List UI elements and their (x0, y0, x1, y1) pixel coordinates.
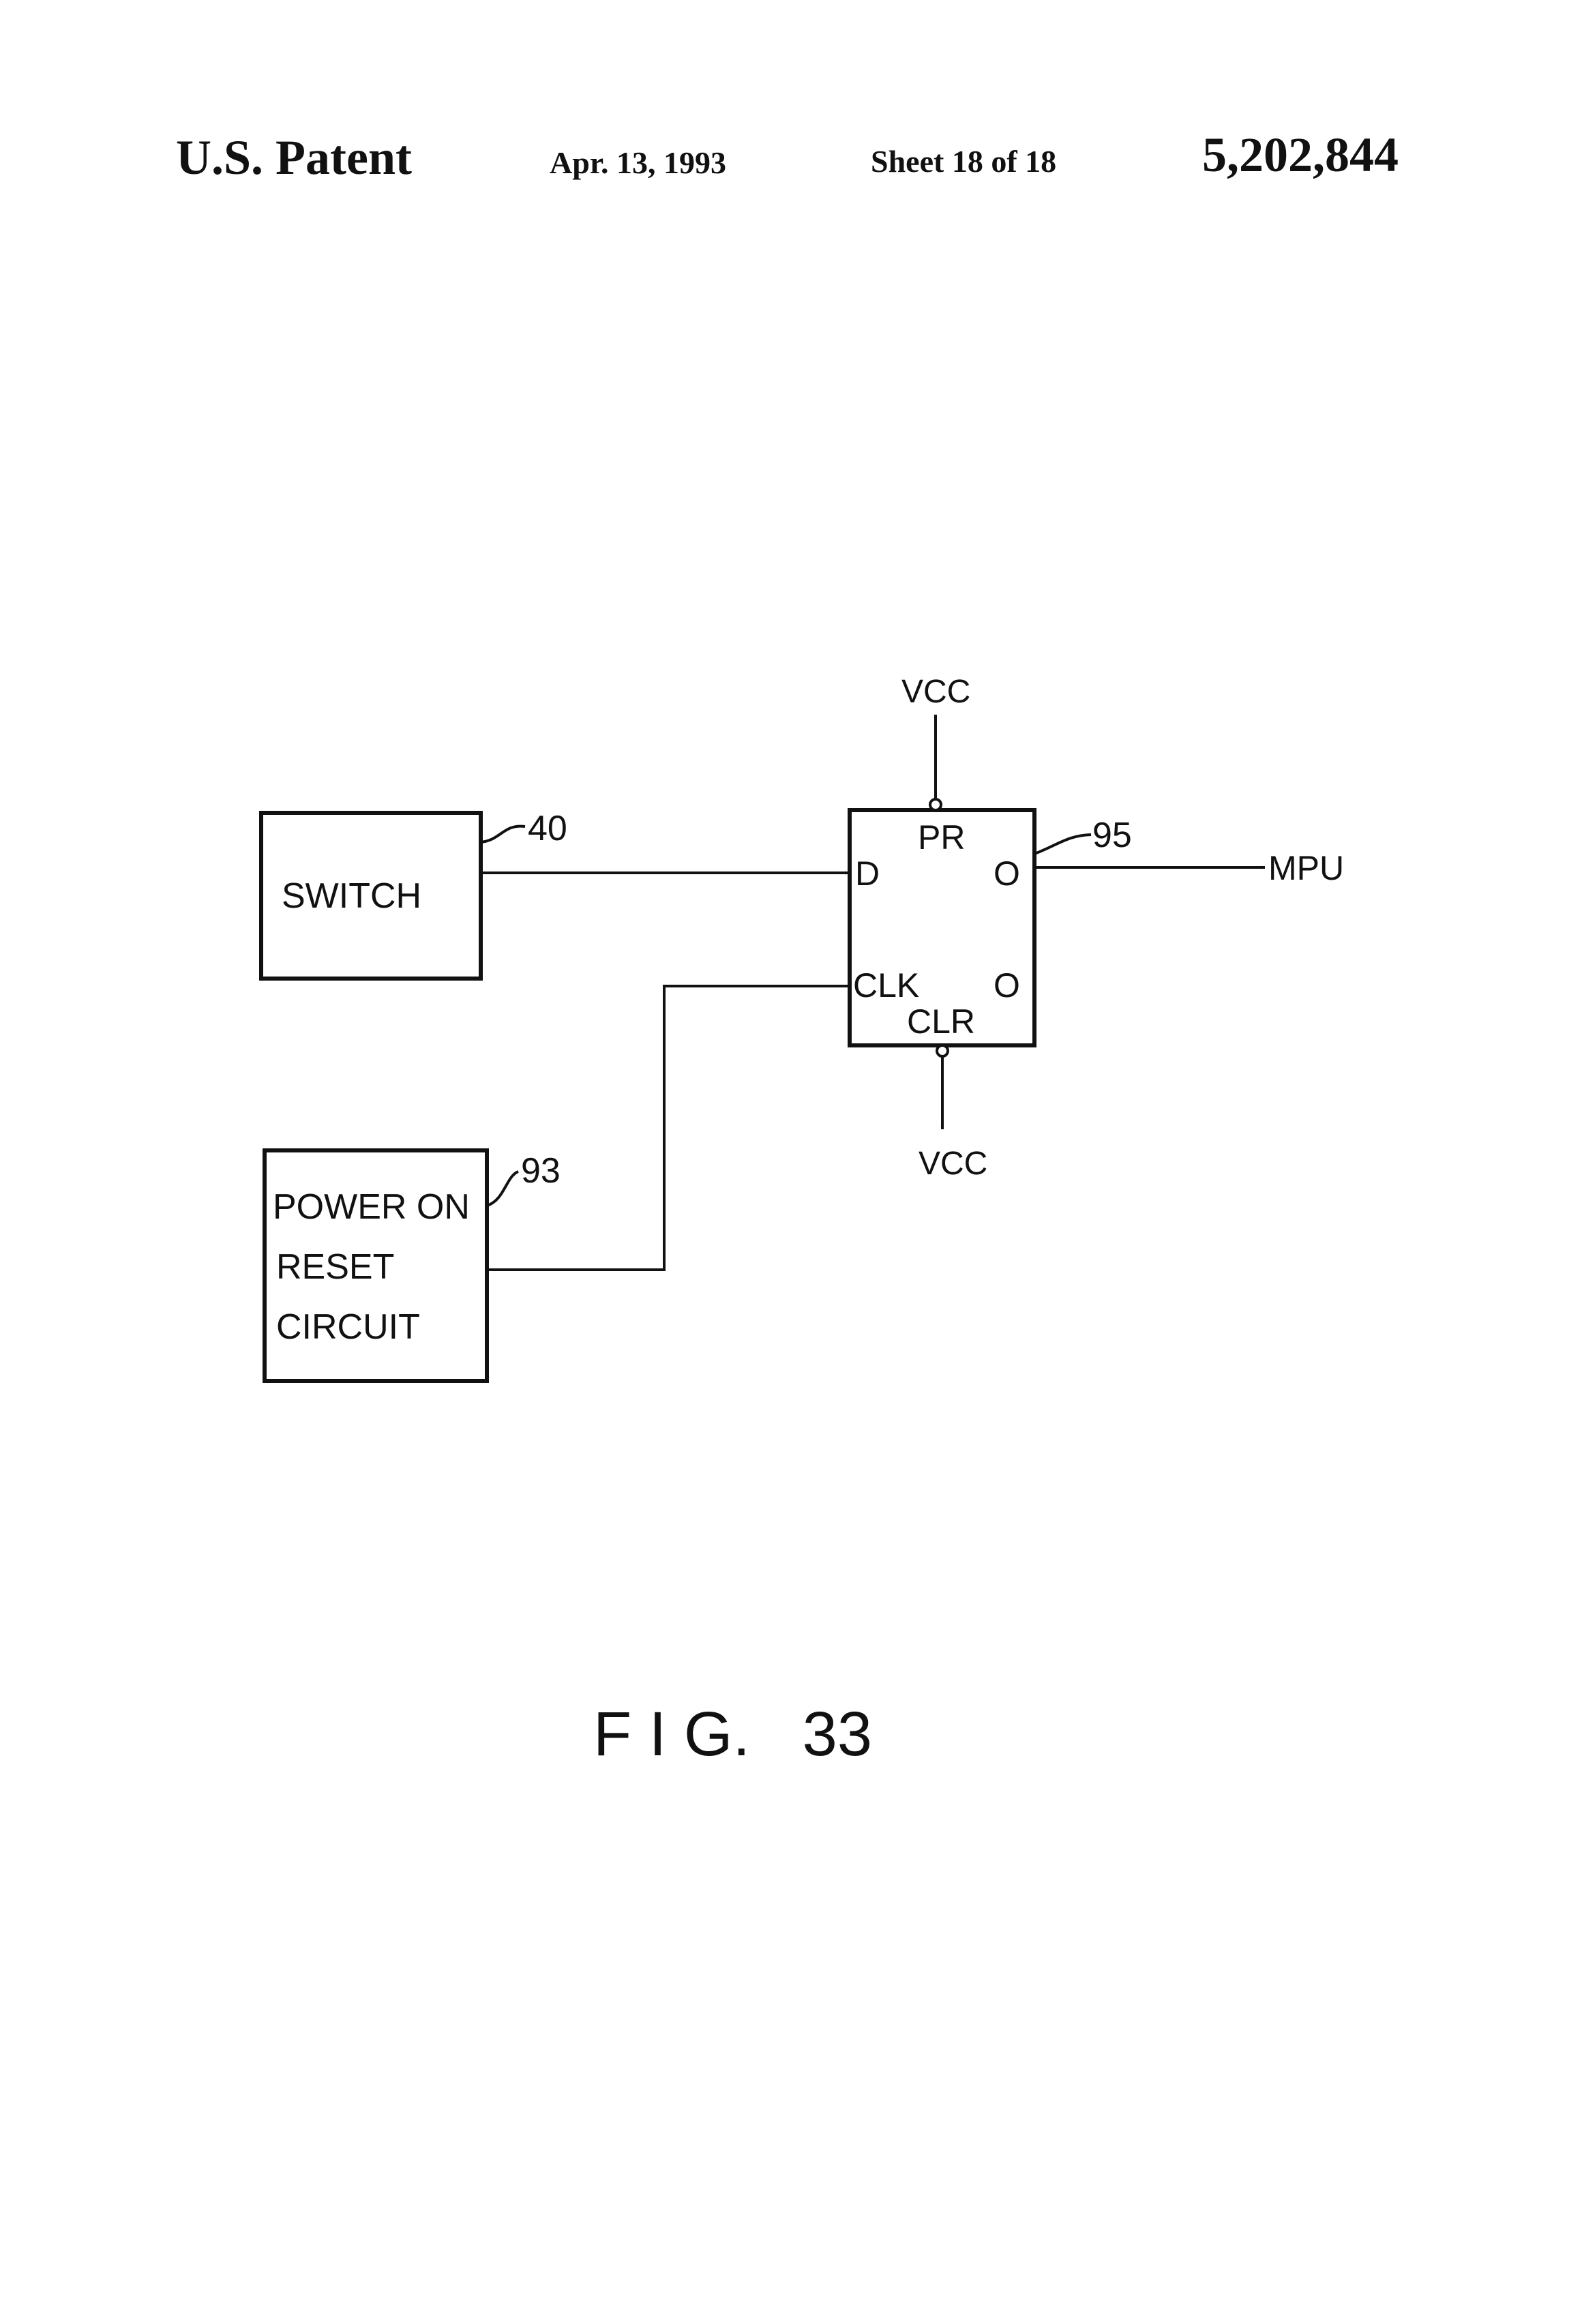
vcc-top-label: VCC (901, 674, 970, 710)
switch-label: SWITCH (282, 876, 421, 916)
reset-ref-leader (487, 1172, 518, 1206)
mpu-label: MPU (1268, 849, 1344, 887)
pin-clr-label: CLR (907, 1002, 975, 1041)
figure-label: F I G. 33 (593, 1699, 872, 1769)
pin-q-label: O (994, 854, 1020, 893)
switch-ref-leader (481, 826, 525, 842)
reset-ref-number: 93 (521, 1151, 561, 1191)
pin-d-label: D (855, 854, 880, 893)
pin-clk-label: CLK (853, 966, 919, 1004)
clr-inversion-bubble (937, 1045, 948, 1056)
reset-circuit-label-line2: RESET (276, 1247, 394, 1287)
reset-circuit-label-line1: POWER ON (273, 1187, 470, 1227)
reset-circuit-label-line3: CIRCUIT (276, 1307, 420, 1347)
flipflop-ref-leader (1034, 835, 1091, 854)
pr-inversion-bubble (930, 799, 941, 810)
pin-qbar-label: O (994, 966, 1020, 1004)
pin-pr-label: PR (918, 818, 965, 856)
flipflop-ref-number: 95 (1092, 816, 1132, 855)
vcc-bottom-label: VCC (919, 1146, 987, 1182)
reset-to-clk-wire (488, 986, 850, 1270)
switch-ref-number: 40 (528, 809, 567, 848)
